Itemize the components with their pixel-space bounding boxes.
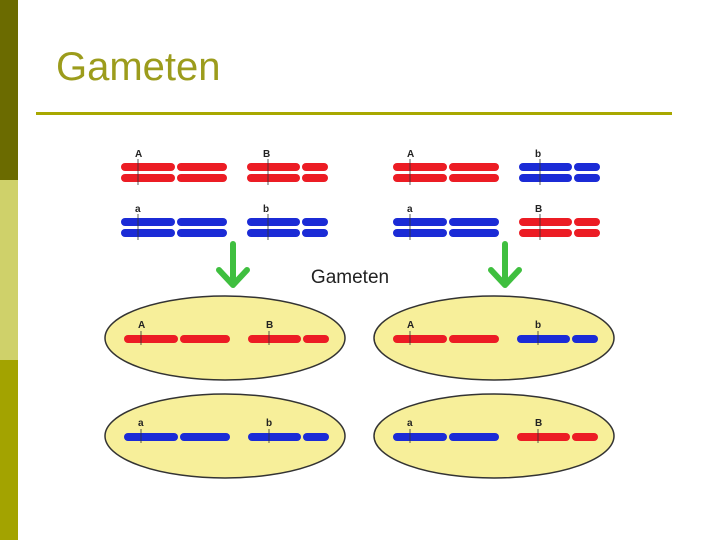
- chromatid-segment: [574, 218, 600, 226]
- allele-label: a: [407, 418, 413, 429]
- chromatid-segment: [247, 174, 300, 182]
- chromatid-segment: [121, 218, 175, 226]
- chromatid-segment: [121, 163, 175, 171]
- allele-label: A: [407, 320, 414, 331]
- chromatid-segment: [180, 335, 230, 343]
- chromatid-segment: [248, 335, 301, 343]
- chromatid-segment: [449, 433, 499, 441]
- chromatid-segment: [247, 163, 300, 171]
- chromatid-segment: [574, 174, 600, 182]
- chromatid-segment: [519, 218, 572, 226]
- chromatid-segment: [177, 218, 227, 226]
- allele-label: b: [535, 320, 541, 331]
- chromatid-segment: [121, 229, 175, 237]
- chromatid-segment: [519, 174, 572, 182]
- chromatid-segment: [177, 163, 227, 171]
- allele-label: B: [535, 418, 542, 429]
- chromatid-segment: [449, 174, 499, 182]
- chromatid-segment: [572, 433, 598, 441]
- parent-left: A Ba b: [121, 149, 328, 240]
- allele-label: a: [135, 204, 141, 215]
- allele-label: a: [407, 204, 413, 215]
- allele-label: A: [138, 320, 145, 331]
- sidebar-accent-middle: [0, 180, 18, 360]
- allele-label: a: [138, 418, 144, 429]
- chromatid-segment: [393, 174, 447, 182]
- chromatid-segment: [519, 163, 572, 171]
- chromatid-segment: [124, 433, 178, 441]
- chromatid-segment: [393, 335, 447, 343]
- sidebar-accent-bottom: [0, 360, 18, 540]
- chromatid-segment: [302, 218, 328, 226]
- allele-label: B: [535, 204, 542, 215]
- chromatid-segment: [517, 335, 570, 343]
- chromatid-segment: [247, 218, 300, 226]
- allele-label: b: [535, 149, 541, 160]
- down-arrow-icon: [216, 241, 250, 288]
- chromatid-segment: [449, 229, 499, 237]
- allele-label: A: [407, 149, 414, 160]
- chromatid-segment: [519, 229, 572, 237]
- chromatid-segment: [449, 163, 499, 171]
- chromatid-segment: [302, 229, 328, 237]
- allele-label: b: [263, 204, 269, 215]
- chromatid-segment: [303, 433, 329, 441]
- chromatid-segment: [449, 218, 499, 226]
- chromatid-segment: [177, 229, 227, 237]
- allele-label: B: [263, 149, 270, 160]
- chromatid-segment: [393, 218, 447, 226]
- chromatid-segment: [393, 433, 447, 441]
- chromatid-segment: [572, 335, 598, 343]
- chromatid-segment: [302, 163, 328, 171]
- chromatid-segment: [248, 433, 301, 441]
- chromatid-segment: [124, 335, 178, 343]
- chromatid-segment: [574, 229, 600, 237]
- chromatid-segment: [393, 163, 447, 171]
- chromatid-segment: [574, 163, 600, 171]
- sidebar-accent-top: [0, 0, 18, 180]
- title-divider: [36, 112, 672, 115]
- down-arrow-icon: [488, 241, 522, 288]
- allele-label: B: [266, 320, 273, 331]
- chromatid-segment: [180, 433, 230, 441]
- chromatid-segment: [177, 174, 227, 182]
- chromatid-segment: [303, 335, 329, 343]
- slide-title: Gameten: [56, 45, 221, 89]
- chromatid-segment: [449, 335, 499, 343]
- allele-label: A: [135, 149, 142, 160]
- chromatid-segment: [247, 229, 300, 237]
- gametes-label: Gameten: [311, 267, 389, 288]
- allele-label: b: [266, 418, 272, 429]
- chromatid-segment: [302, 174, 328, 182]
- chromatid-segment: [393, 229, 447, 237]
- chromatid-segment: [517, 433, 570, 441]
- chromatid-segment: [121, 174, 175, 182]
